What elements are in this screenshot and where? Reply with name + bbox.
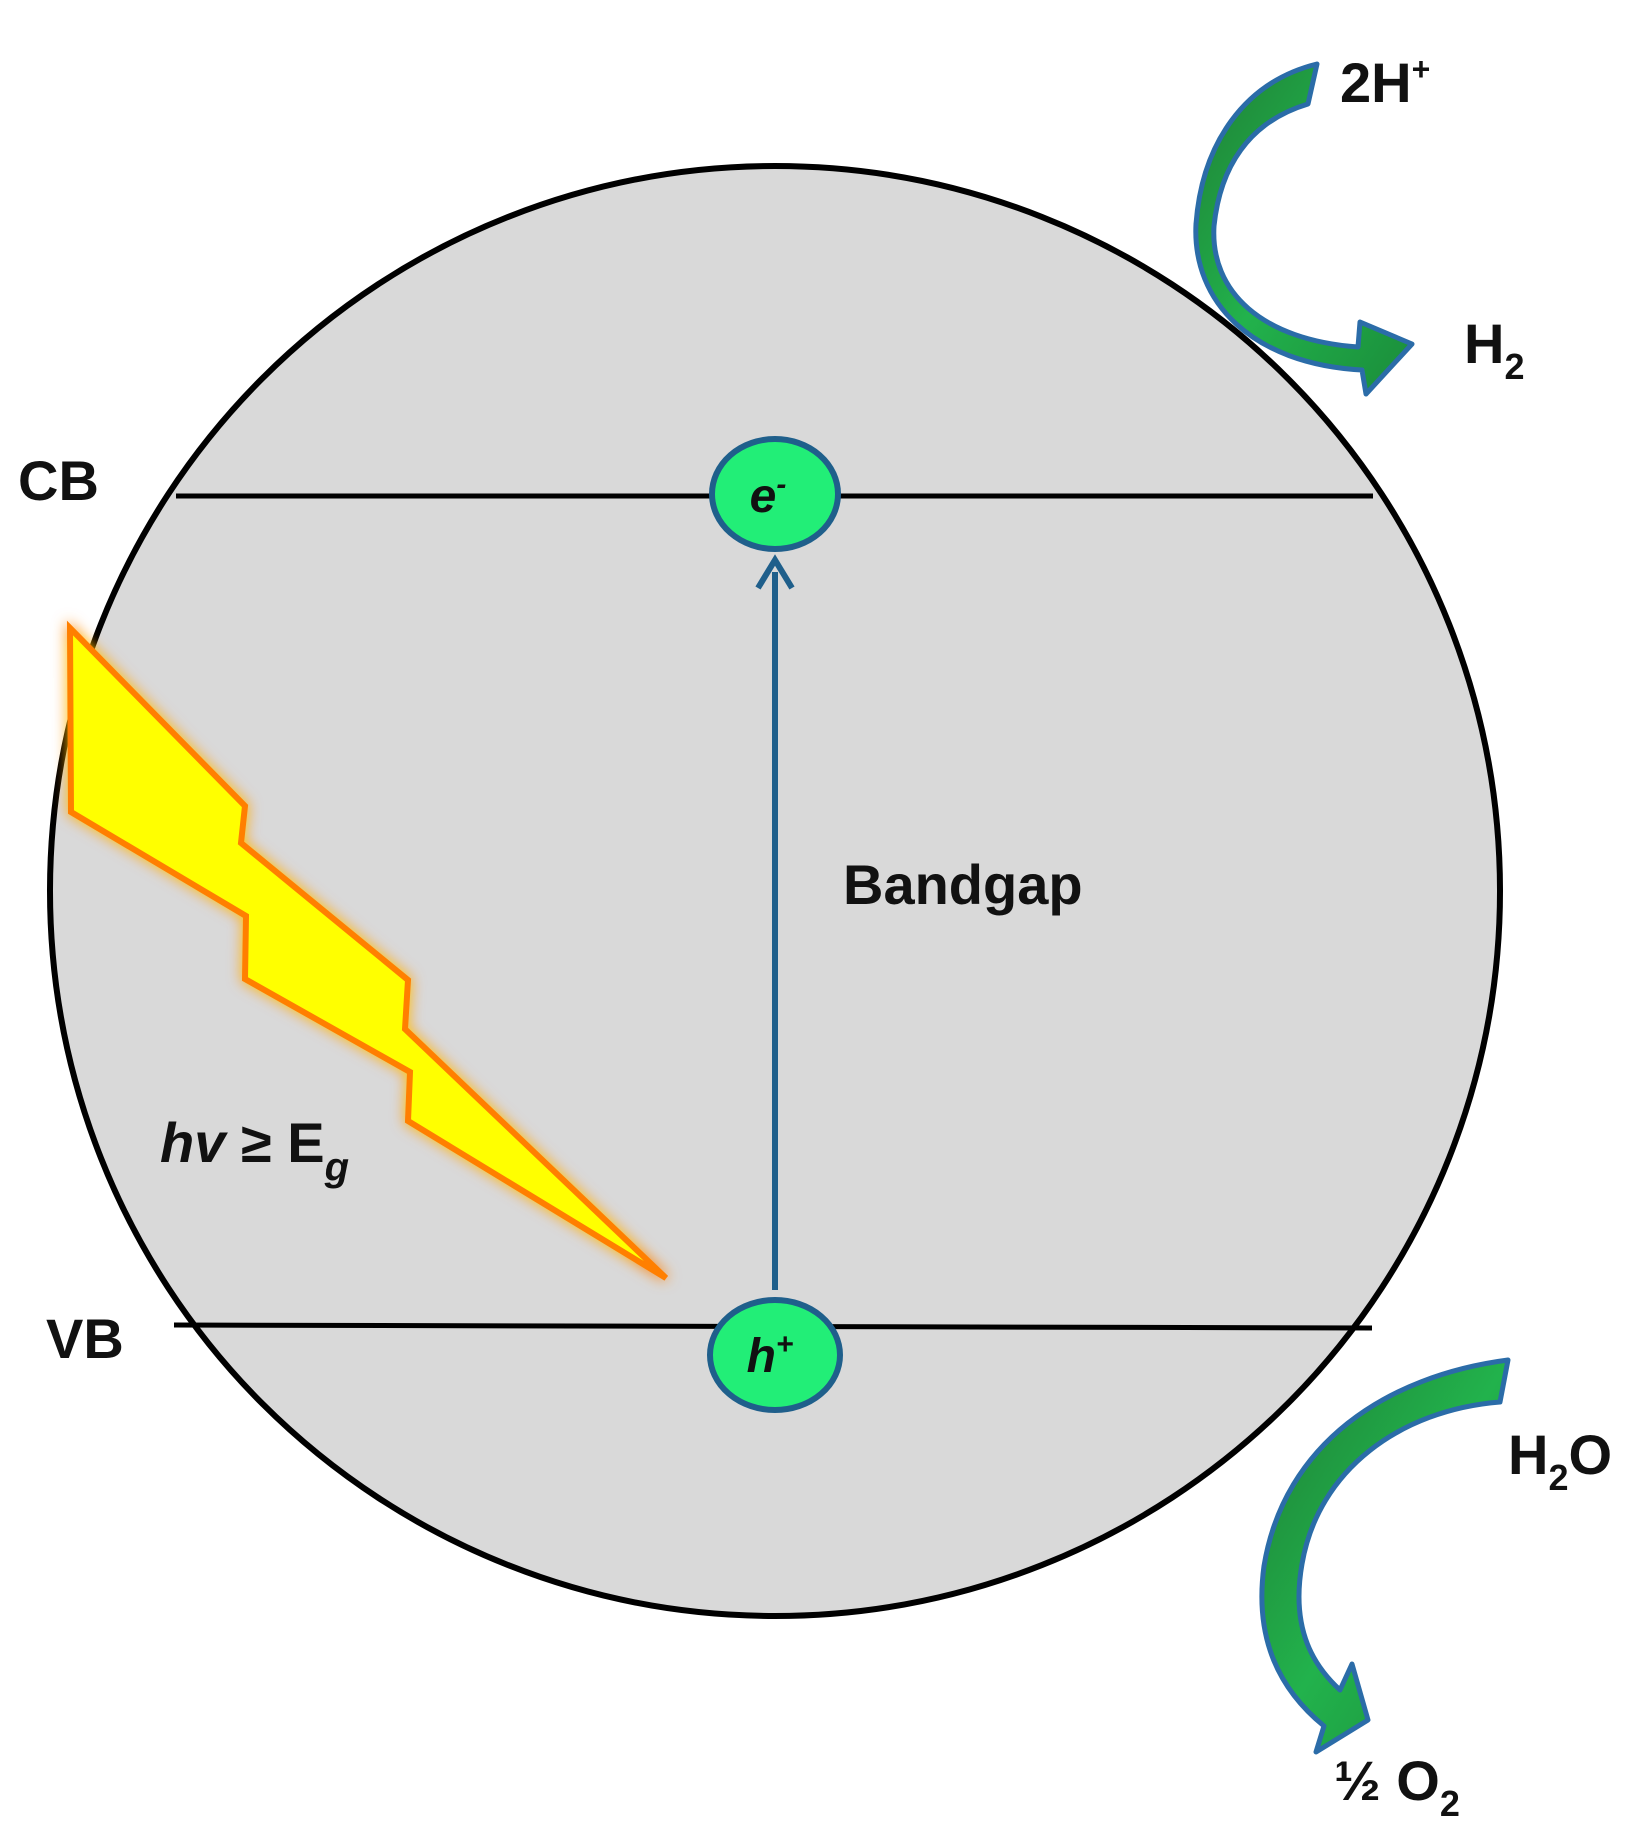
oxidation-product-label: ½ O2 [1334, 1749, 1460, 1824]
electron-particle: e- [709, 436, 841, 552]
product-main: H [1464, 312, 1504, 375]
product-sub: 2 [1504, 346, 1524, 387]
conduction-band-label: CB [18, 449, 99, 512]
photon-relation: ≥ E [225, 1111, 324, 1174]
bandgap-arrow [755, 554, 795, 1290]
photon-energy-label: hv ≥ Eg [160, 1111, 349, 1189]
curved-arrow-icon [1193, 61, 1415, 397]
photon-v: v [194, 1111, 228, 1174]
reduction-product-label: H2 [1464, 312, 1524, 387]
reduction-reactant-label: 2H+ [1340, 51, 1430, 114]
hole-charge: + [776, 1328, 794, 1361]
photon-subscript: g [324, 1145, 349, 1189]
valence-band-label: VB [46, 1307, 124, 1370]
svg-text:h+: h+ [747, 1328, 794, 1383]
svg-text:e-: e- [750, 468, 787, 523]
hole-particle: h+ [707, 1297, 843, 1413]
water-sub: 2 [1548, 1457, 1568, 1498]
water-main: H [1508, 1423, 1548, 1486]
bandgap-label: Bandgap [843, 853, 1083, 916]
oxidation-reactant-label: H2O [1508, 1423, 1612, 1498]
oxygen-sub: 2 [1440, 1783, 1460, 1824]
oxygen-main: ½ O [1334, 1749, 1440, 1812]
water-tail: O [1568, 1423, 1612, 1486]
hole-symbol: h [747, 1330, 776, 1383]
electron-symbol: e [750, 470, 777, 523]
lightning-bolt-icon [66, 620, 669, 1281]
photon-h: h [160, 1111, 194, 1174]
curved-arrow-icon [1259, 1357, 1511, 1755]
electron-charge: - [776, 468, 786, 501]
reactant-main: 2H [1340, 51, 1412, 114]
reactant-sup: + [1412, 51, 1431, 87]
